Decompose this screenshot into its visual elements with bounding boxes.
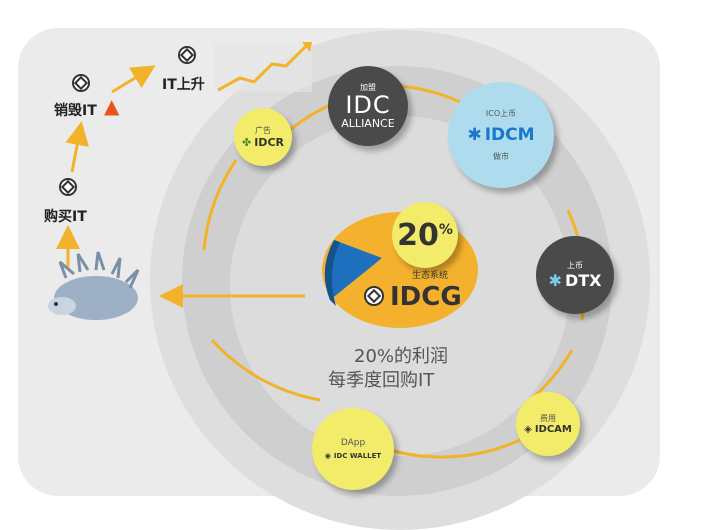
node-idc-alliance: 加盟 IDC ALLIANCE (328, 66, 408, 146)
node-idc-wallet: DApp ◉IDC WALLET (312, 408, 394, 490)
hedgehog-graphic (48, 251, 140, 320)
destroy-it-label: 销毁IT (54, 103, 97, 119)
wallet-icon: ◉ (324, 452, 331, 460)
rising-chart-graphic (214, 42, 312, 92)
percent-badge: 20% (392, 202, 458, 268)
idcam-icon: ◈ (524, 424, 532, 435)
buy-it-label: 购买IT (44, 209, 87, 225)
caption-line-1: 20%的利润 (354, 346, 449, 367)
it-logo-icon (59, 178, 77, 196)
node-idcm: ICO上币 ✱IDCM 做市 (448, 82, 554, 188)
cycle-arc-left (202, 159, 238, 251)
cycle-arc-left-bottom (210, 338, 321, 402)
it-logo-icon (178, 46, 196, 64)
percent-value: 20 (397, 217, 439, 253)
pie-slice (324, 240, 382, 300)
idcg-brand: IDCG (390, 282, 462, 312)
idcg-logo-icon (364, 286, 384, 306)
node-idcr: 广告 ✤IDCR (234, 108, 292, 166)
node-dtx: 上币 ✱DTX (536, 236, 614, 314)
ecosystem-label: 生态系统 (412, 271, 449, 281)
arrow-destroy-to-rise (111, 65, 156, 94)
fire-icon: ▲ (104, 94, 120, 118)
it-rise-label: IT上升 (162, 77, 205, 93)
node-idcam: 费用 ◈IDCAM (516, 392, 580, 456)
arrow-buy-to-destroy (65, 121, 89, 173)
cycle-arc-bottom (389, 438, 521, 459)
it-logo-icon (72, 74, 90, 92)
idcr-icon: ✤ (242, 136, 252, 149)
percent-sign: % (438, 221, 453, 238)
dtx-icon: ✱ (548, 271, 562, 290)
caption-line-2: 每季度回购IT (328, 370, 435, 391)
idcm-icon: ✱ (467, 125, 482, 145)
